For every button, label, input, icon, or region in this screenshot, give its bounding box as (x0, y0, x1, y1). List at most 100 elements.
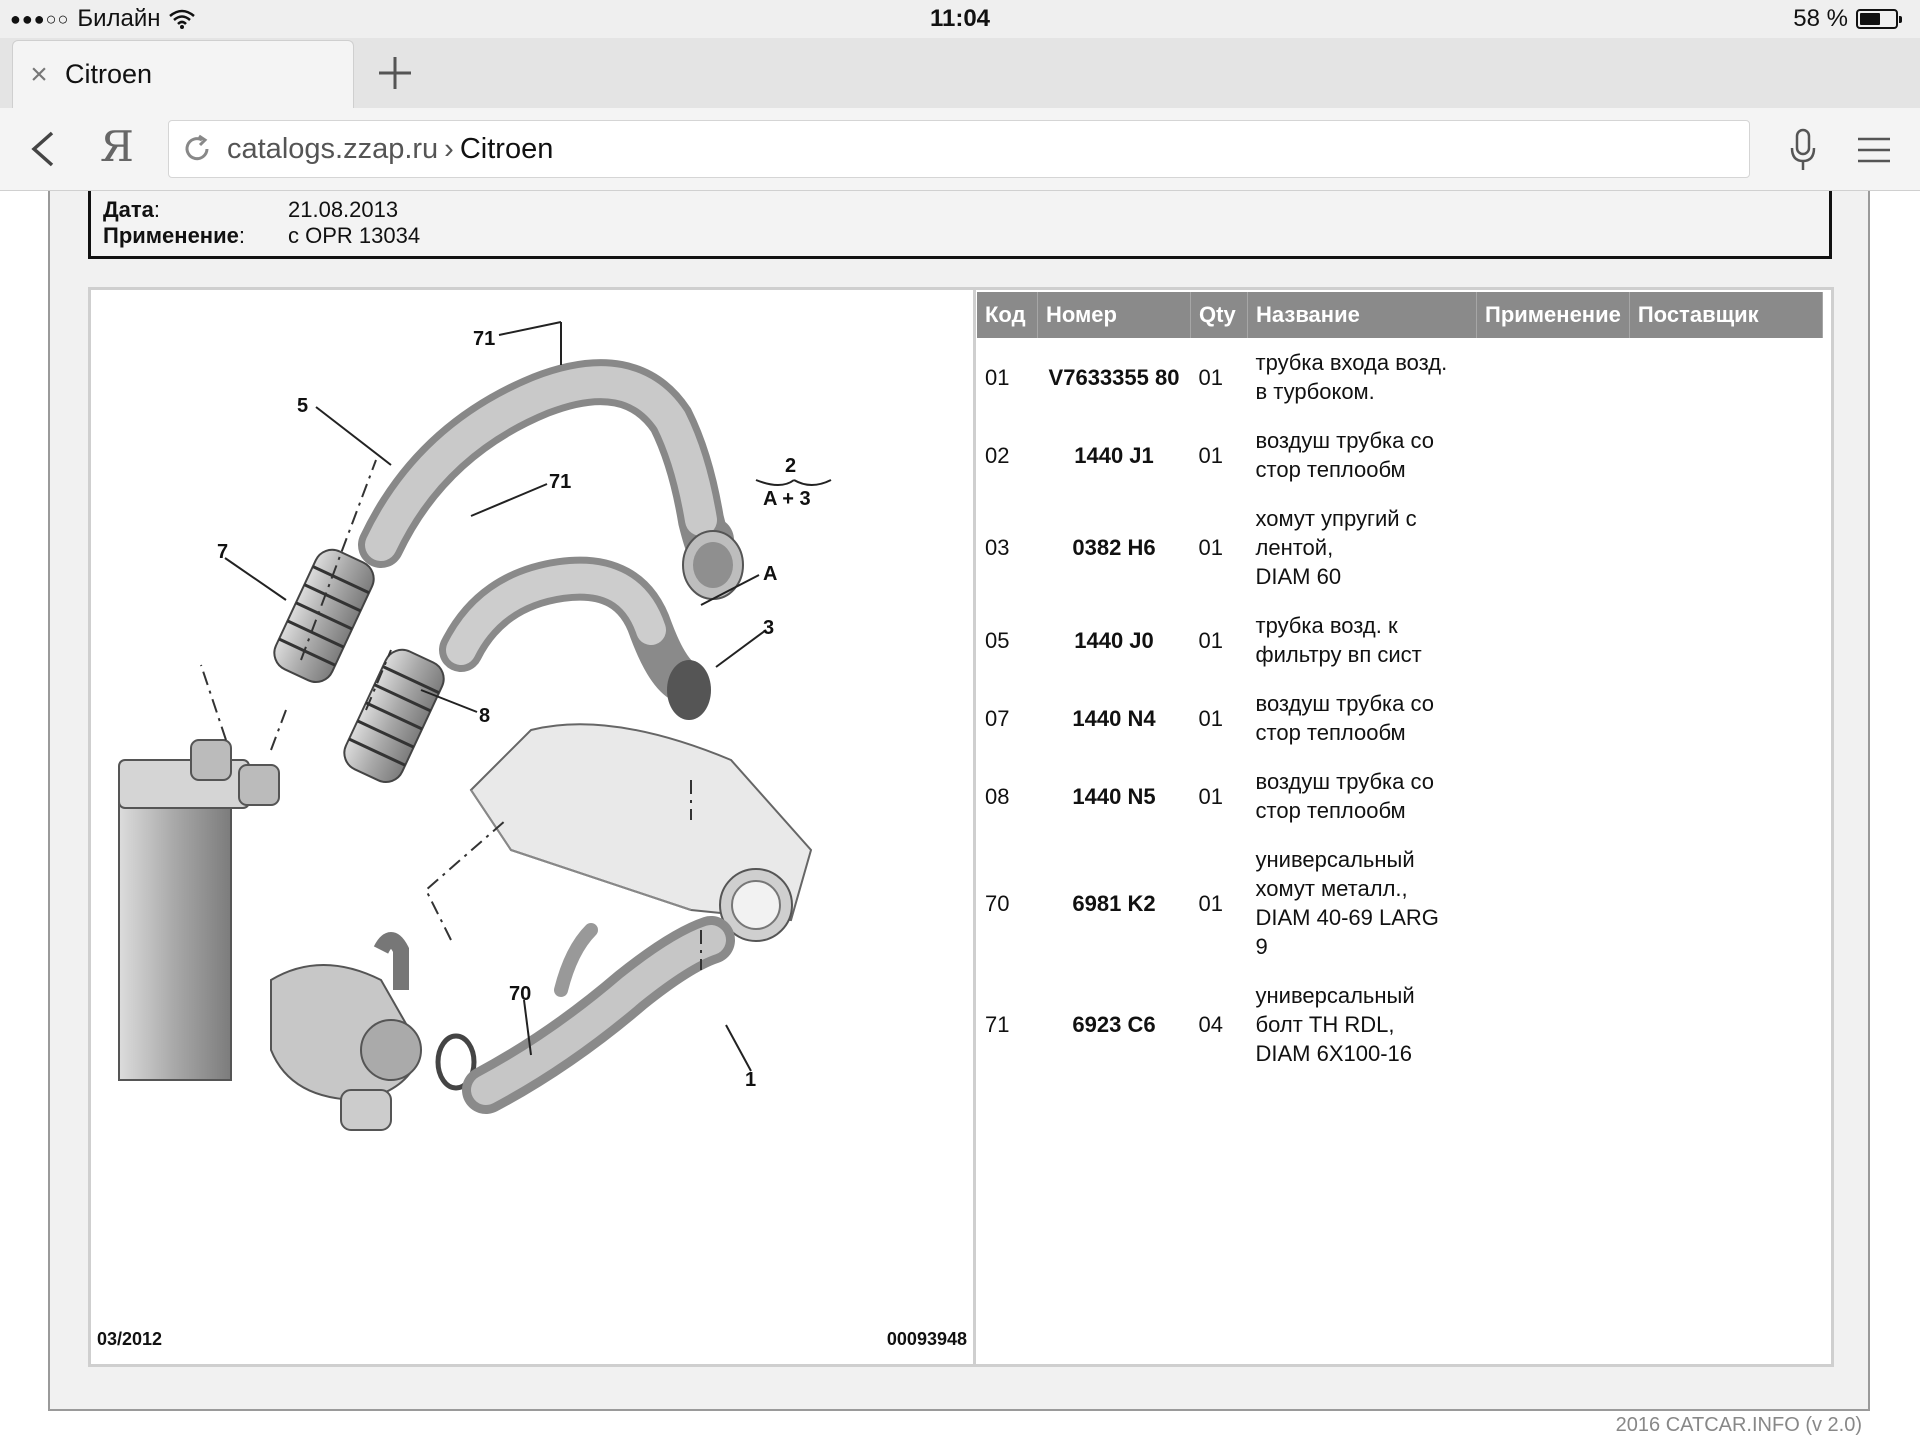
plus-icon[interactable] (372, 50, 418, 96)
connection-lines (200, 459, 702, 970)
info-box: Дата: 21.08.2013 Применение: с OPR 13034 (88, 191, 1832, 259)
parts-table-container: Код Номер Qty Название Применение Постав… (977, 292, 1831, 1078)
tab-citroen[interactable]: × Citroen (12, 40, 354, 108)
callout-2: 2 (785, 455, 796, 477)
cell-application (1477, 494, 1630, 601)
catalog-content: 71 5 71 2 A + 3 7 A 3 8 70 1 03/2012 000… (88, 287, 1834, 1367)
cell-name-line: хомут упругий с (1255, 506, 1417, 531)
parts-diagram[interactable]: 71 5 71 2 A + 3 7 A 3 8 70 1 03/2012 000… (91, 290, 976, 1364)
cell-number: 1440 J1 (1074, 442, 1154, 468)
cell-name-line: хомут металл., (1255, 876, 1408, 901)
cell-qty: 01 (1198, 783, 1223, 809)
cell-code: 03 (985, 535, 1010, 560)
intercooler (118, 739, 280, 1081)
callout-a3: A + 3 (763, 488, 811, 510)
wifi-icon (168, 9, 195, 29)
col-name[interactable]: Название (1247, 292, 1477, 338)
menu-icon[interactable] (1856, 136, 1892, 164)
tab-title: Citroen (65, 59, 153, 89)
col-application[interactable]: Применение (1476, 292, 1630, 338)
cell-supplier (1629, 835, 1822, 971)
cell-supplier (1629, 338, 1822, 416)
tab-strip: × Citroen (0, 38, 1920, 108)
cell-code: 08 (985, 783, 1010, 809)
cell-name-line: фильтру вп сист (1255, 642, 1422, 667)
cell-application (1477, 971, 1630, 1078)
cell-qty: 01 (1198, 535, 1223, 560)
col-code[interactable]: Код (977, 292, 1038, 338)
cell-supplier (1629, 494, 1822, 601)
cell-supplier (1629, 601, 1822, 679)
cell-name-line: воздуш трубка со (1255, 691, 1434, 716)
status-left: ●●●○○ Билайн (10, 5, 195, 33)
battery-percent: 58 % (1793, 5, 1848, 32)
callout-7: 7 (217, 541, 228, 563)
callout-3: 3 (763, 617, 774, 639)
cell-name-line: стор теплообм (1255, 798, 1406, 823)
mic-icon[interactable] (1788, 128, 1818, 172)
callout-71a: 71 (473, 328, 495, 350)
cell-qty: 01 (1198, 364, 1223, 390)
cell-number: 6923 C6 (1072, 1012, 1156, 1037)
cell-supplier (1629, 757, 1822, 835)
cell-name-line: воздуш трубка со (1255, 428, 1434, 453)
cell-application (1477, 338, 1630, 416)
callout-70: 70 (509, 983, 531, 1005)
reload-icon[interactable] (181, 133, 213, 165)
cell-name-line: 9 (1255, 934, 1268, 959)
col-number[interactable]: Номер (1037, 292, 1191, 338)
cell-supplier (1629, 416, 1822, 494)
callout-a: A (763, 563, 777, 585)
cell-name-line: трубка возд. к (1255, 613, 1398, 638)
back-icon[interactable] (26, 130, 62, 168)
cell-name-line: стор теплообм (1255, 457, 1406, 482)
cell-name-line: в турбоком. (1255, 379, 1375, 404)
cell-qty: 01 (1198, 705, 1223, 731)
cell-number: 1440 N5 (1072, 783, 1156, 809)
parts-table: Код Номер Qty Название Применение Постав… (977, 292, 1824, 1078)
battery-icon (1856, 9, 1902, 29)
col-supplier[interactable]: Поставщик (1629, 292, 1824, 338)
hose-7 (273, 548, 375, 683)
callout-8: 8 (479, 705, 490, 727)
cell-name-line: DIAM 60 (1255, 564, 1342, 589)
cell-supplier (1629, 971, 1822, 1078)
table-header: Код Номер Qty Название Применение Постав… (977, 292, 1824, 338)
leader-lines (224, 321, 832, 1072)
info-row-date: Дата: 21.08.2013 (103, 197, 398, 227)
col-qty[interactable]: Qty (1190, 292, 1248, 338)
cell-code: 70 (985, 890, 1010, 916)
url-path: Citroen (459, 132, 554, 165)
info-label: Дата: (103, 197, 161, 222)
cell-number: 0382 H6 (1072, 535, 1156, 560)
close-icon[interactable]: × (30, 57, 48, 91)
cell-code: 01 (985, 364, 1010, 390)
cell-name: воздуш трубка со стор теплообм (1248, 416, 1477, 494)
cell-code: 05 (985, 627, 1010, 653)
callout-1: 1 (745, 1069, 756, 1091)
yandex-logo[interactable]: Я (100, 122, 134, 171)
address-bar[interactable]: catalogs.zzap.ru › Citroen (168, 120, 1750, 178)
cell-number: 1440 N4 (1072, 705, 1156, 731)
cell-code: 71 (985, 1012, 1010, 1037)
cell-qty: 01 (1198, 890, 1223, 916)
cell-application (1477, 416, 1630, 494)
info-row-application: Применение: с OPR 13034 (103, 223, 420, 253)
signal-icon: ●●●○○ (10, 8, 70, 29)
callout-labels: 71 5 71 2 A + 3 7 A 3 8 70 1 (217, 328, 811, 1091)
cell-supplier (1629, 679, 1822, 757)
battery-fill (1860, 13, 1880, 25)
page-content: Дата: 21.08.2013 Применение: с OPR 13034 (48, 191, 1870, 1411)
